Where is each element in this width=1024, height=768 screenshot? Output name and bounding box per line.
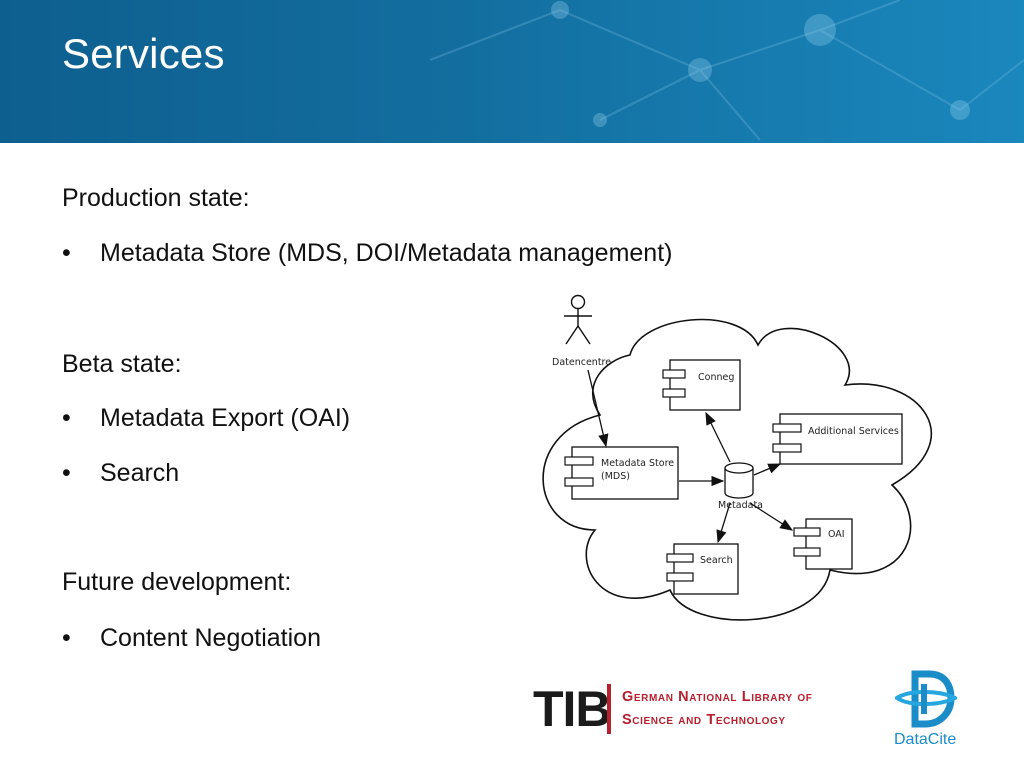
page-title: Services [62,30,225,77]
svg-text:Metadata Store: Metadata Store [601,458,674,469]
network-decoration [429,0,1024,141]
svg-text:Additional Services: Additional Services [808,426,899,437]
bullet-icon: • [62,624,71,652]
component-conneg: Conneg [662,359,741,411]
metadata-database-icon [724,462,754,499]
svg-text:OAI: OAI [828,529,845,540]
architecture-diagram: Datencentre Conneg Additional Services M… [542,294,932,621]
tib-logo: TIB [533,681,612,737]
bullet-icon: • [62,459,71,487]
list-item-text: Search [100,459,180,487]
list-item-text: Content Negotiation [100,624,321,652]
component-metadata-store: Metadata Store (MDS) [564,446,679,500]
svg-text:(MDS): (MDS) [601,471,630,482]
svg-text:Conneg: Conneg [698,372,734,383]
slide-header: Services [0,0,1024,143]
bullet-icon: • [62,404,71,432]
list-item: • Search [62,459,179,488]
beta-state-label: Beta state: [62,350,182,378]
list-item-text: Metadata Export (OAI) [100,404,351,432]
component-additional-services: Additional Services [772,413,903,465]
component-oai: OAI [793,518,853,570]
datacite-logo-icon [895,670,957,728]
list-item-text: Metadata Store (MDS, DOI/Metadata manage… [100,239,673,267]
future-development-label: Future development: [62,568,292,596]
datacite-wordmark: DataCite [894,731,957,748]
tib-tagline-line1: German National Library of [622,689,813,705]
component-search: Search [666,543,739,595]
list-item: • Metadata Store (MDS, DOI/Metadata manag… [62,239,672,268]
tib-tagline-line2: Science and Technology [622,712,786,728]
bullet-icon: • [62,239,71,267]
svg-text:Search: Search [700,555,733,566]
actor-person-icon [564,294,592,345]
list-item: • Content Negotiation [62,624,321,653]
list-item: • Metadata Export (OAI) [62,404,350,433]
tib-divider [607,684,611,734]
database-label: Metadata [718,500,763,511]
diagram-arrows [587,369,794,544]
actor-label: Datencentre [552,357,611,368]
production-state-label: Production state: [62,184,250,212]
